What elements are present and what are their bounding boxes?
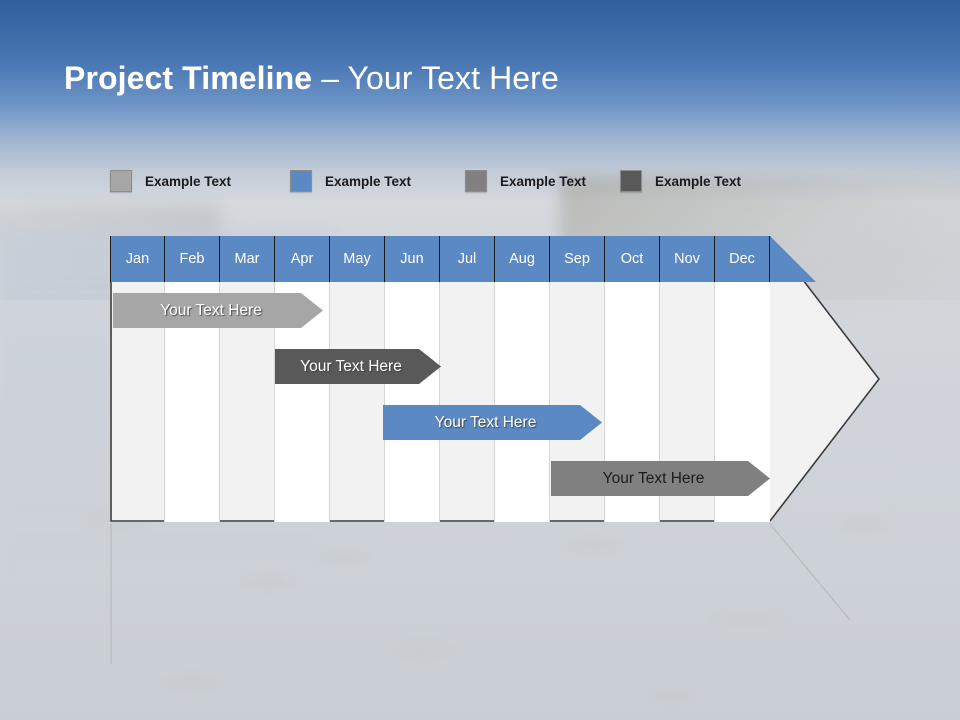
month-column-aug (495, 236, 550, 522)
task-bar-label-2: Your Text Here (434, 413, 537, 431)
month-header-jul[interactable]: Jul (440, 236, 495, 282)
month-column-nov (660, 236, 715, 522)
month-header-apr[interactable]: Apr (275, 236, 330, 282)
task-bar-shape-3 (551, 461, 770, 496)
task-bar-label-1: Your Text Here (300, 357, 402, 375)
month-column-sep (550, 236, 605, 522)
legend-swatch-3 (620, 170, 642, 192)
legend-item-1[interactable]: Example Text (290, 170, 411, 192)
month-header-may[interactable]: May (330, 236, 385, 282)
legend-label-2: Example Text (500, 173, 587, 189)
month-column-mar (220, 236, 275, 522)
task-bar-shape-1 (275, 349, 441, 384)
legend-swatch-1 (290, 170, 312, 192)
month-column-jan (110, 236, 165, 522)
month-header-jan[interactable]: Jan (110, 236, 165, 282)
month-header-nov[interactable]: Nov (660, 236, 715, 282)
month-header-jun[interactable]: Jun (385, 236, 440, 282)
slide-title: Project Timeline – Your Text Here (64, 60, 559, 97)
task-bar-0[interactable]: Your Text Here (113, 293, 323, 328)
task-bar-1[interactable]: Your Text Here (275, 349, 441, 384)
month-header-feb[interactable]: Feb (165, 236, 220, 282)
month-header-mar[interactable]: Mar (220, 236, 275, 282)
slide-title-rest: Your Text Here (347, 60, 559, 96)
slide-title-bold: Project Timeline (64, 60, 313, 96)
task-bar-3[interactable]: Your Text Here (551, 461, 770, 496)
legend-item-2[interactable]: Example Text (465, 170, 586, 192)
legend-label-1: Example Text (325, 173, 412, 189)
legend: Example Text Example Text Example Text Exam… (110, 170, 870, 196)
legend-swatch-0 (110, 170, 132, 192)
task-bar-label-0: Your Text Here (160, 301, 262, 319)
month-header-oct[interactable]: Oct (605, 236, 660, 282)
slide-title-separator: – (312, 60, 348, 96)
task-bar-label-3: Your Text Here (602, 469, 705, 487)
month-header-sep[interactable]: Sep (550, 236, 605, 282)
task-bar-shape-0 (113, 293, 323, 328)
month-header-dec[interactable]: Dec (715, 236, 770, 282)
month-column-feb (165, 236, 220, 522)
legend-swatch-2 (465, 170, 487, 192)
month-header-aug[interactable]: Aug (495, 236, 550, 282)
legend-item-0[interactable]: Example Text (110, 170, 231, 192)
month-header-background (110, 236, 816, 282)
legend-label-0: Example Text (145, 173, 232, 189)
task-bar-2[interactable]: Your Text Here (383, 405, 602, 440)
month-column-jul (440, 236, 495, 522)
task-bar-shape-2 (383, 405, 602, 440)
legend-label-3: Example Text (655, 173, 742, 189)
legend-item-3[interactable]: Example Text (620, 170, 741, 192)
